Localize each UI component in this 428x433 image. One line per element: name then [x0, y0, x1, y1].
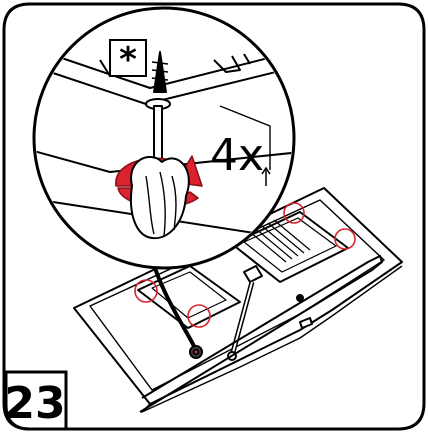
red-circle-highlight-icon: [134, 202, 356, 328]
step-number: 23: [4, 378, 65, 429]
asterisk-box: [109, 39, 147, 77]
repeat-count: 4x: [210, 130, 264, 181]
gripping-hand-icon: [130, 156, 190, 240]
hood-assembly: [73, 187, 403, 413]
up-arrow-icon: [261, 166, 271, 186]
screw-icon: [145, 51, 171, 167]
asterisk-symbol: *: [119, 40, 137, 80]
detail-magnifier: * 4x: [32, 6, 296, 270]
step-number-box: 23: [4, 370, 68, 431]
